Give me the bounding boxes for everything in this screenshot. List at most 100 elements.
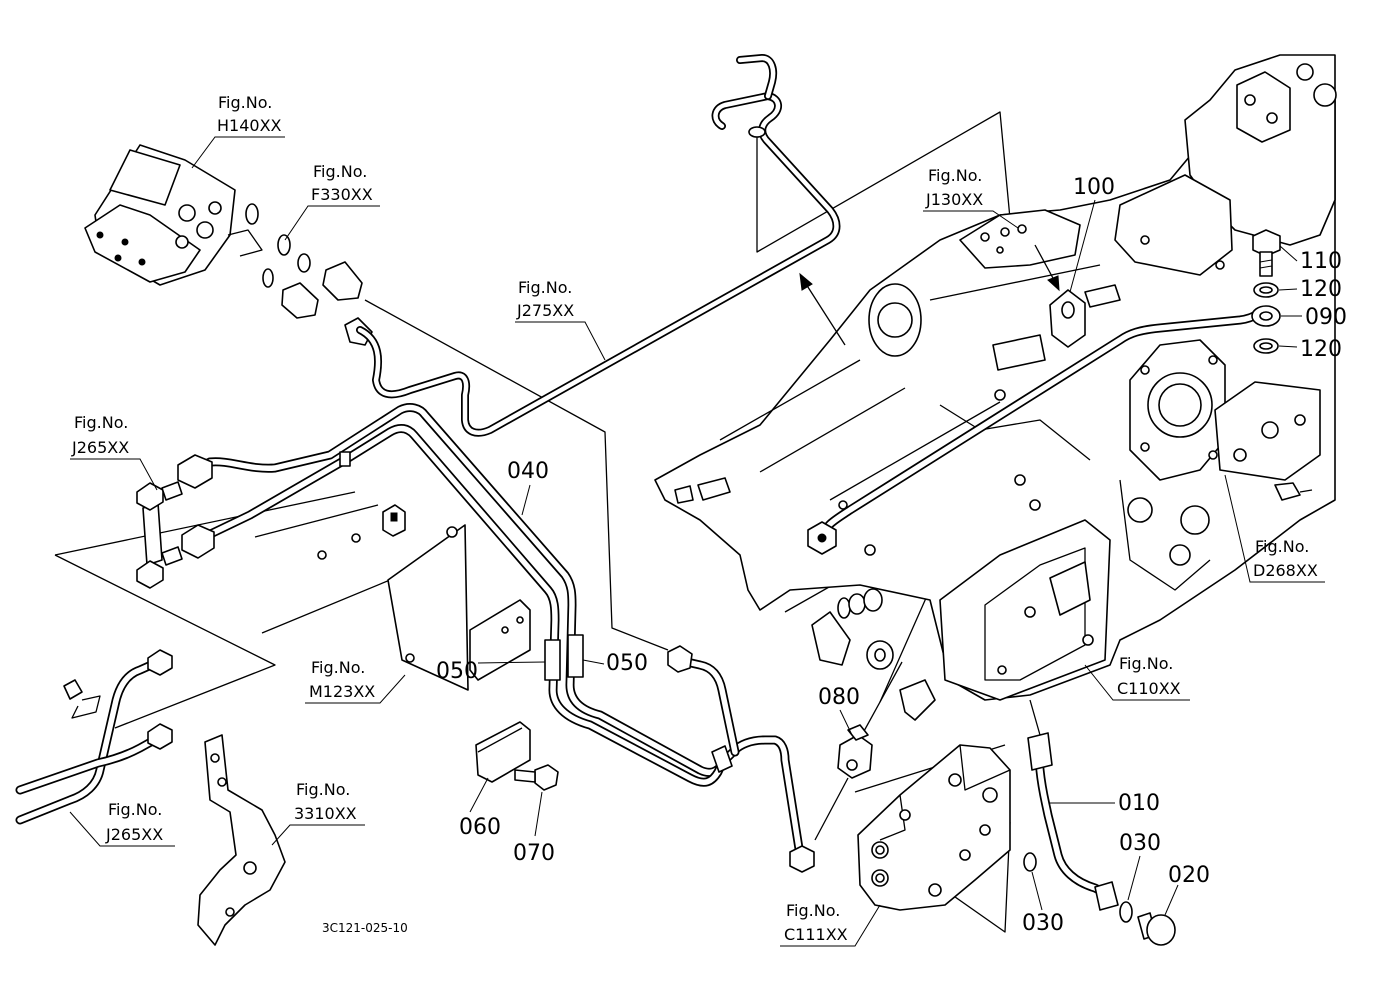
lower-pipe-a-outline — [15, 657, 163, 825]
housing-edge-line — [939, 404, 1091, 461]
valve-c111-edge — [879, 794, 906, 841]
pipe-j275 — [356, 54, 841, 437]
washer-030-right — [1119, 901, 1133, 923]
arrow-head-up — [799, 272, 813, 291]
fig-code-j130: J130XX — [925, 190, 983, 209]
leader-j265-bottom — [69, 811, 175, 847]
pipes-040 — [190, 403, 815, 873]
pipe-j275-washer — [748, 126, 766, 138]
fig-code-3310: 3310XX — [294, 804, 357, 823]
leader-120-upper — [1278, 288, 1298, 291]
fig-label-m123: Fig.No. — [311, 658, 365, 677]
valve-block-d268-port — [1294, 414, 1306, 426]
pipe-bracket-hole — [501, 626, 509, 634]
pipe-010-nut-bottom — [1094, 881, 1119, 911]
leader-h140 — [191, 136, 285, 169]
valve-block-port — [1000, 227, 1010, 237]
pipe-040-a-nut — [177, 454, 213, 489]
housing-hole — [838, 500, 848, 510]
housing-boss — [1169, 544, 1191, 566]
leader-060 — [469, 777, 489, 813]
housing-flange-bolt — [1208, 450, 1218, 460]
part-number-callouts: 100 110 120 090 120 040 050 050 080 010 … — [436, 175, 1347, 936]
banjo-fitting-090-hole — [1259, 311, 1273, 321]
valve-block-d268-port — [1233, 448, 1247, 462]
valve-block-port — [1017, 224, 1027, 234]
pipe-j275-fill — [357, 93, 839, 435]
steering-fittings — [227, 203, 373, 346]
washer-120-lower-hole — [1259, 342, 1273, 350]
leader-030-left — [1031, 871, 1043, 911]
pipe-040-b-fill — [195, 425, 728, 785]
guide-line-plane-top — [54, 491, 356, 556]
valve-c111-port — [979, 824, 991, 836]
leader-020 — [1164, 884, 1179, 916]
leader-110 — [1279, 245, 1298, 262]
leader-050-left — [477, 661, 546, 664]
fitting-080-body — [837, 734, 873, 779]
steering-unit-port — [196, 221, 214, 239]
housing-rib-line — [829, 401, 1001, 501]
fitting-080 — [837, 724, 873, 779]
guide-line-to-valve — [814, 777, 849, 841]
valve-block-d268-bolt-shank — [1299, 489, 1313, 493]
guide-line-valve-bottom — [937, 821, 1011, 933]
leader-080 — [839, 709, 853, 736]
bracket-parts-080 — [811, 588, 936, 721]
valve-block-port — [996, 246, 1004, 254]
leader-100 — [1069, 199, 1096, 293]
valve-c111-port — [959, 849, 971, 861]
leader-j130 — [923, 210, 1019, 229]
control-valve-c111 — [857, 744, 1011, 911]
leader-m123 — [305, 674, 406, 704]
clamp-050-left — [544, 639, 561, 681]
valve-c111-port — [899, 809, 911, 821]
pipe-040-a-fill — [192, 404, 803, 858]
guide-line-top-bracket — [756, 111, 1013, 253]
steering-unit-bolt — [121, 238, 129, 246]
part-number-050-right: 050 — [606, 651, 648, 676]
pipe-040-end-nut — [789, 845, 815, 873]
housing-hole — [1215, 260, 1225, 270]
bracket-plate-m123 — [317, 504, 531, 691]
leader-f330 — [284, 205, 380, 241]
valve-block-j130 — [959, 209, 1081, 269]
housing-rib-line — [759, 387, 906, 473]
steering-unit-port — [208, 201, 222, 215]
part-number-120-upper: 120 — [1300, 277, 1342, 302]
leader-c111 — [780, 904, 881, 947]
rear-case-bolt — [1244, 94, 1256, 106]
fig-label-h140: Fig.No. — [218, 93, 272, 112]
pipe-040-b-nut — [181, 524, 215, 559]
block-100-hole — [1061, 301, 1075, 319]
lower-pipe-b-nut — [147, 723, 173, 750]
part-number-080: 080 — [818, 685, 860, 710]
housing-c110-bolt — [1082, 634, 1094, 646]
tee-fitting-nut-bottom — [136, 560, 164, 589]
pipe-090 — [807, 310, 1261, 555]
part-number-110: 110 — [1300, 249, 1342, 274]
fig-label-j130: Fig.No. — [928, 166, 982, 185]
lower-pipe-b-fill — [17, 735, 161, 793]
bolt-070 — [514, 764, 559, 791]
leader-3310 — [271, 824, 365, 846]
housing-bracket — [1084, 284, 1121, 308]
support-washer — [848, 593, 866, 615]
drawing-number: 3C121-025-10 — [322, 921, 408, 935]
washer-120-upper-hole — [1259, 286, 1273, 294]
rear-case-port — [1313, 83, 1337, 107]
housing-boss — [1180, 505, 1210, 535]
leader-d268 — [1224, 474, 1325, 583]
tee-fitting-nut-top — [136, 482, 164, 511]
pipe-j275-top-loop-fill — [737, 55, 776, 99]
valve-block-port — [980, 232, 990, 242]
valve-block-d268-port — [1261, 421, 1279, 439]
housing-cylinder-bore — [877, 302, 913, 338]
fitting-080-nut — [847, 724, 869, 741]
fig-code-c111: C111XX — [784, 925, 848, 944]
arrows — [799, 244, 1060, 346]
banjo-bolt-thread — [1259, 265, 1273, 269]
pipe-010-fill — [1035, 745, 1108, 896]
steering-unit-port — [175, 235, 189, 249]
steering-unit-bolt — [114, 254, 122, 262]
